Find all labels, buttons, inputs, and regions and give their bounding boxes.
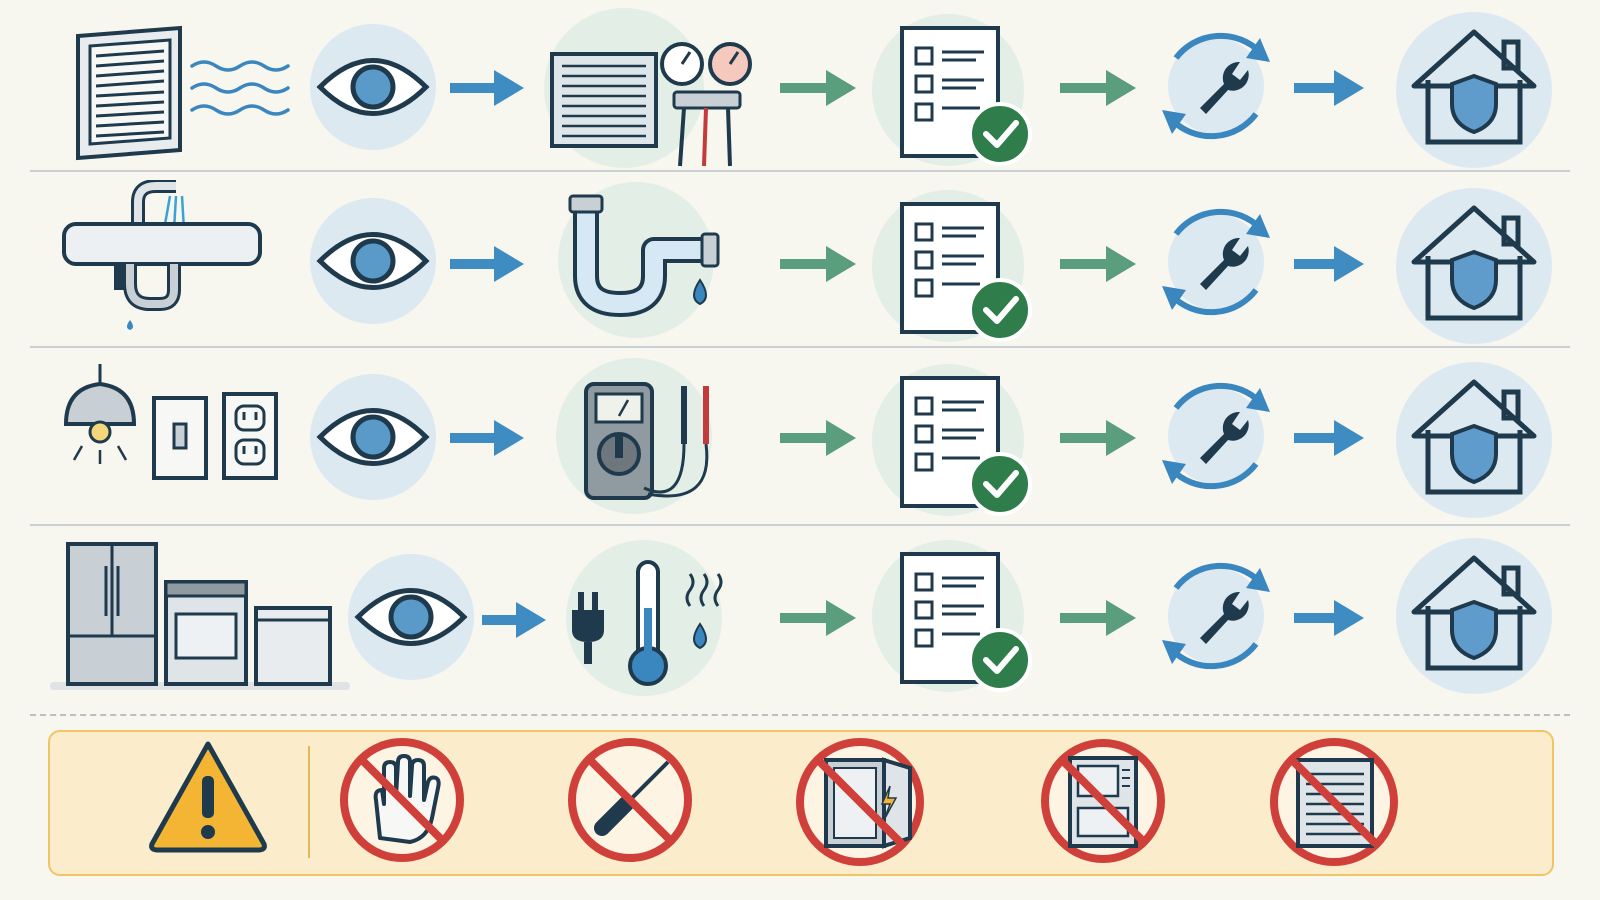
inspect-icon [310,198,436,324]
dashed-divider [30,714,1570,716]
protected-home-icon [1396,188,1552,344]
p-trap-leak-icon [558,182,720,338]
arrow-right-icon [780,246,856,282]
protected-home-icon [1396,362,1552,518]
sink-pipes-icon [62,180,262,330]
row-hvac [0,0,1600,176]
row-separator [30,346,1570,348]
checklist-icon [872,364,1032,516]
arrow-right-icon [1060,420,1136,456]
no-open-panel-icon [796,738,924,866]
arrow-right-icon [450,420,524,456]
arrow-right-icon [1060,246,1136,282]
no-unit-opening-icon [1270,738,1398,866]
row-separator [30,170,1570,172]
arrow-right-icon [780,420,856,456]
row-separator [30,524,1570,526]
protected-home-icon [1396,538,1552,694]
arrow-right-icon [1294,246,1364,282]
protected-home-icon [1396,12,1552,168]
arrow-right-icon [482,602,546,638]
ac-unit-gauges-icon [544,8,752,168]
maintain-icon [1162,32,1270,140]
arrow-right-icon [1294,70,1364,106]
inspect-icon [310,374,436,500]
checklist-icon [872,14,1032,166]
arrow-right-icon [450,246,524,282]
panel-divider [308,746,310,858]
lamp-switch-outlet-icon [63,364,278,480]
no-appliance-opening-icon [1041,739,1165,863]
arrow-right-icon [1294,420,1364,456]
arrow-right-icon [450,70,524,106]
arrow-right-icon [780,600,856,636]
kitchen-appliances-icon [50,542,350,690]
arrow-right-icon [1294,600,1364,636]
checklist-icon [872,190,1032,342]
maintain-icon [1162,562,1270,670]
maintain-icon [1162,208,1270,316]
inspect-icon [348,554,474,680]
plug-temperature-moisture-icon [566,540,723,696]
multimeter-icon [556,358,712,514]
warning-triangle-icon [149,741,267,853]
no-touch-icon [340,738,464,862]
arrow-right-icon [1060,600,1136,636]
arrow-right-icon [1060,70,1136,106]
arrow-right-icon [780,70,856,106]
checklist-icon [872,540,1032,692]
no-screwdriver-icon [568,738,692,862]
air-vent-icon [76,25,290,161]
maintain-icon [1162,382,1270,490]
inspect-icon [310,24,436,150]
